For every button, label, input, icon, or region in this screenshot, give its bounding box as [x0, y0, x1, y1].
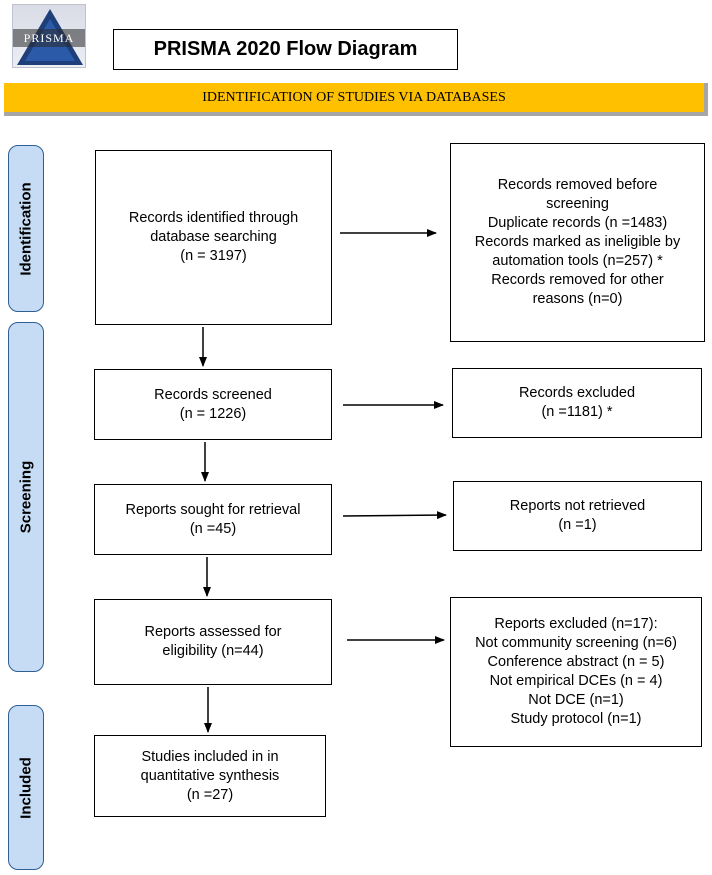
section-banner: IDENTIFICATION OF STUDIES VIA DATABASES — [4, 83, 708, 116]
page-title: PRISMA 2020 Flow Diagram — [113, 29, 458, 70]
reports-assessed-box: Reports assessed for eligibility (n=44) — [94, 599, 332, 685]
prisma-logo-icon — [13, 9, 85, 65]
reports-not-retrieved-box: Reports not retrieved (n =1) — [453, 481, 702, 551]
records-identified-box: Records identified through database sear… — [95, 150, 332, 325]
studies-included-box: Studies included in in quantitative synt… — [94, 735, 326, 817]
records-excluded-box: Records excluded (n =1181) * — [452, 368, 702, 438]
prisma-logo: PRISMA — [12, 4, 86, 68]
reports-sought-box: Reports sought for retrieval (n =45) — [94, 484, 332, 555]
records-screened-box: Records screened (n = 1226) — [94, 369, 332, 440]
reports-excluded-box: Reports excluded (n=17): Not community s… — [450, 597, 702, 747]
stage-identification: Identification — [8, 145, 44, 312]
stage-screening: Screening — [8, 322, 44, 672]
records-removed-box: Records removed before screening Duplica… — [450, 143, 705, 342]
arrow-to-not-retrieved — [342, 511, 447, 520]
logo-text: PRISMA — [23, 31, 75, 45]
stage-included: Included — [8, 705, 44, 870]
